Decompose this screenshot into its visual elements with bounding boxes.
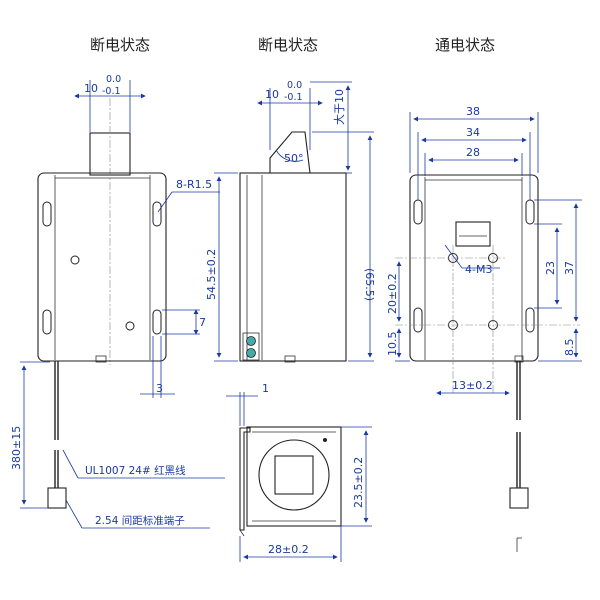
terminal-dot: [246, 348, 256, 358]
bottom-body: [246, 426, 342, 527]
plunger-window: [455, 221, 491, 247]
side-view: 50° 10 0.0 -0.1 大于10 54.5±0.2 (65.5): [205, 80, 376, 363]
dim-105-label: 10.5: [386, 332, 399, 357]
front-view: 10 0.0 -0.1 8-R1.5 7 3 380±15 UL1007 24#…: [10, 74, 225, 529]
width-28-label: 28: [466, 146, 480, 159]
plunger-square: [274, 455, 314, 495]
width-38-label: 38: [466, 105, 480, 118]
angle-arc: [275, 149, 304, 162]
mount-slot: [152, 201, 162, 227]
plunger-tol-upper: 0.0: [287, 80, 302, 91]
plunger-tip: [269, 131, 311, 174]
solenoid-body: [37, 172, 167, 362]
connector-terminal: [509, 487, 529, 509]
dim-85-label: 8.5: [563, 339, 576, 357]
solenoid-body: [239, 172, 347, 362]
bracket-foot: [239, 529, 245, 537]
height-label: 23.5±0.2: [352, 457, 365, 508]
mount-slot: [525, 307, 535, 333]
width-label: 28±0.2: [268, 543, 309, 556]
slot-width-label: 3: [156, 382, 163, 395]
solenoid-body: [409, 174, 539, 362]
powered-view: 4-M3 38 34 28 23 37 8.5 20±0.2 10.5 13: [386, 105, 582, 552]
slot-length-label: 7: [199, 316, 206, 329]
bottom-tab: [284, 355, 296, 363]
title-front-view: 断电状态: [90, 36, 150, 54]
plunger-tol-lower: -0.1: [284, 92, 303, 103]
stroke-label: 大于10: [332, 89, 346, 125]
leader-line: [157, 191, 173, 213]
pin-hole: [70, 255, 80, 265]
locator-dot: [323, 438, 327, 442]
mount-slot: [152, 309, 162, 335]
terminal-dot: [246, 336, 256, 346]
dim-37-label: 37: [563, 261, 576, 275]
bottom-tab: [95, 355, 107, 363]
hole-spec-label: 4-M3: [465, 263, 492, 276]
wire-spec-label: UL1007 24# 红黑线: [85, 464, 186, 477]
plunger-tol-upper: 0.0: [106, 74, 121, 85]
width-34-label: 34: [466, 126, 480, 139]
title-side-view: 断电状态: [258, 36, 318, 54]
mount-slot: [42, 309, 52, 335]
leader-line: [65, 499, 83, 529]
total-height-label: (65.5): [363, 268, 376, 301]
thickness-label: 1: [262, 382, 269, 395]
coil-boss: [258, 439, 330, 511]
dim-20-label: 20±0.2: [386, 273, 399, 314]
mount-slot: [42, 201, 52, 227]
mount-slot: [413, 307, 423, 333]
angle-label: 50°: [284, 152, 304, 165]
title-powered-view: 通电状态: [435, 36, 495, 54]
dim-13-label: 13±0.2: [452, 379, 493, 392]
bottom-tab: [514, 355, 524, 363]
slot-radius-label: 8-R1.5: [176, 178, 212, 191]
pin-hole: [125, 321, 135, 331]
wire-length-label: 380±15: [10, 426, 23, 470]
body-height-label: 54.5±0.2: [205, 249, 218, 300]
leader-line: [444, 244, 463, 269]
mount-slot: [525, 199, 535, 225]
leader-line: [62, 449, 79, 479]
plunger-width-base: 10: [84, 82, 98, 95]
terminal-label: 2.54 间距标准端子: [95, 514, 185, 527]
connector-terminal: [47, 487, 67, 509]
bracket-profile: [239, 427, 251, 531]
mount-slot: [413, 199, 423, 225]
plunger-width-base: 10: [265, 88, 279, 101]
plunger-tol-lower: -0.1: [102, 86, 121, 97]
terminal-block: [242, 332, 260, 361]
bottom-view: 1 23.5±0.2 28±0.2: [226, 382, 372, 562]
dim-23-label: 23: [544, 261, 557, 275]
